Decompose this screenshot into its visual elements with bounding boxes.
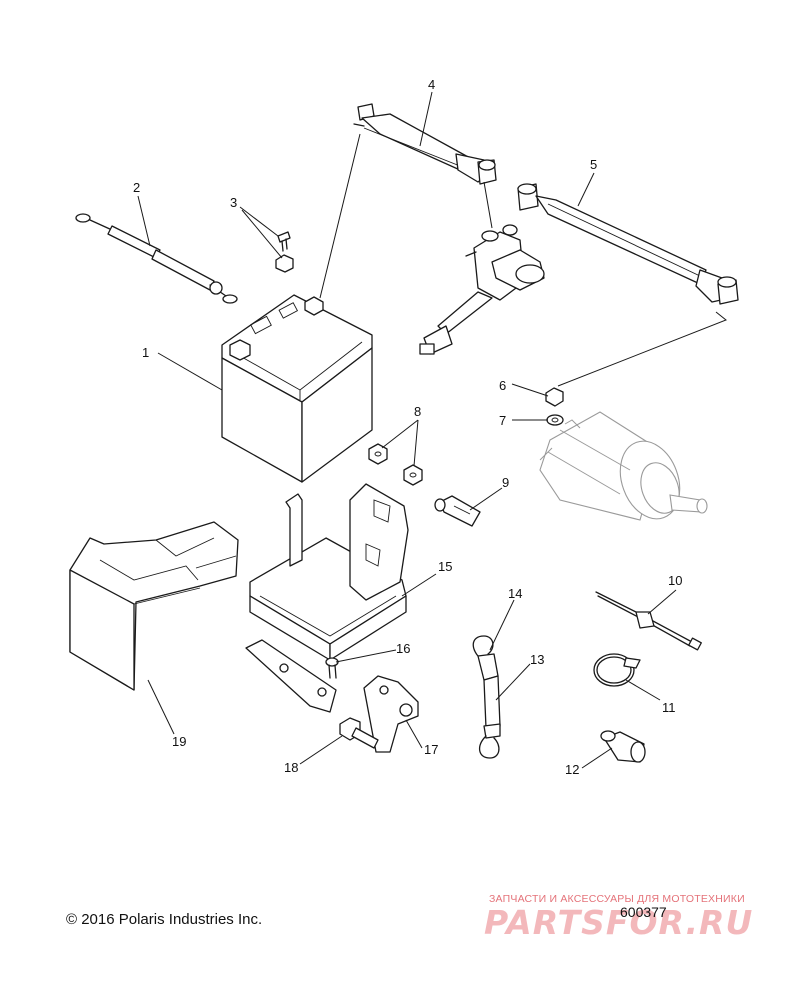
callout-11: 11 <box>662 700 676 715</box>
copyright-notice: © 2016 Polaris Industries Inc. <box>66 911 263 928</box>
callout-9: 9 <box>502 475 509 490</box>
callout-3: 3 <box>230 195 237 210</box>
callout-7: 7 <box>499 413 506 428</box>
starter-cable <box>517 183 739 305</box>
box-screw <box>325 657 339 679</box>
callout-17: 17 <box>424 742 438 757</box>
callout-14: 14 <box>508 586 522 601</box>
callout-2: 2 <box>133 180 140 195</box>
callout-4: 4 <box>428 77 435 92</box>
battery-box <box>245 483 409 713</box>
callout-13: 13 <box>530 652 544 667</box>
spacer <box>434 495 481 527</box>
battery-cable-negative <box>75 213 238 304</box>
callout-12: 12 <box>565 762 579 777</box>
mounting-bracket <box>363 675 419 753</box>
callout-1: 1 <box>142 345 149 360</box>
battery-cable-positive <box>353 103 497 185</box>
battery-strap <box>472 635 501 759</box>
drawing-number: 600377 <box>620 904 667 920</box>
nut-and-washer <box>545 387 564 426</box>
leader-lines <box>137 91 727 769</box>
watermark-tagline: ЗАПЧАСТИ И АКСЕССУАРЫ ДЛЯ МОТОТЕХНИКИ <box>489 893 745 905</box>
callout-15: 15 <box>438 559 452 574</box>
callout-6: 6 <box>499 378 506 393</box>
cable-tie-mount <box>595 591 702 651</box>
terminal-boot <box>600 730 646 763</box>
callout-5: 5 <box>590 157 597 172</box>
flange-bolt <box>339 717 379 749</box>
battery-cover <box>69 521 239 691</box>
callout-numbers: 1 2 3 4 5 6 7 8 9 10 11 12 13 14 15 16 1… <box>133 77 682 777</box>
callout-16: 16 <box>396 641 410 656</box>
starter-motor <box>539 411 708 521</box>
callout-10: 10 <box>668 573 682 588</box>
callout-19: 19 <box>172 734 186 749</box>
watermark-brand: PARTSFOR.RU <box>484 903 754 942</box>
battery <box>221 294 373 483</box>
starter-solenoid <box>419 224 545 355</box>
cable-tie-loop <box>593 653 641 687</box>
callout-8: 8 <box>414 404 421 419</box>
callout-18: 18 <box>284 760 298 775</box>
flange-nuts <box>368 443 423 486</box>
terminal-bolt <box>275 231 294 273</box>
